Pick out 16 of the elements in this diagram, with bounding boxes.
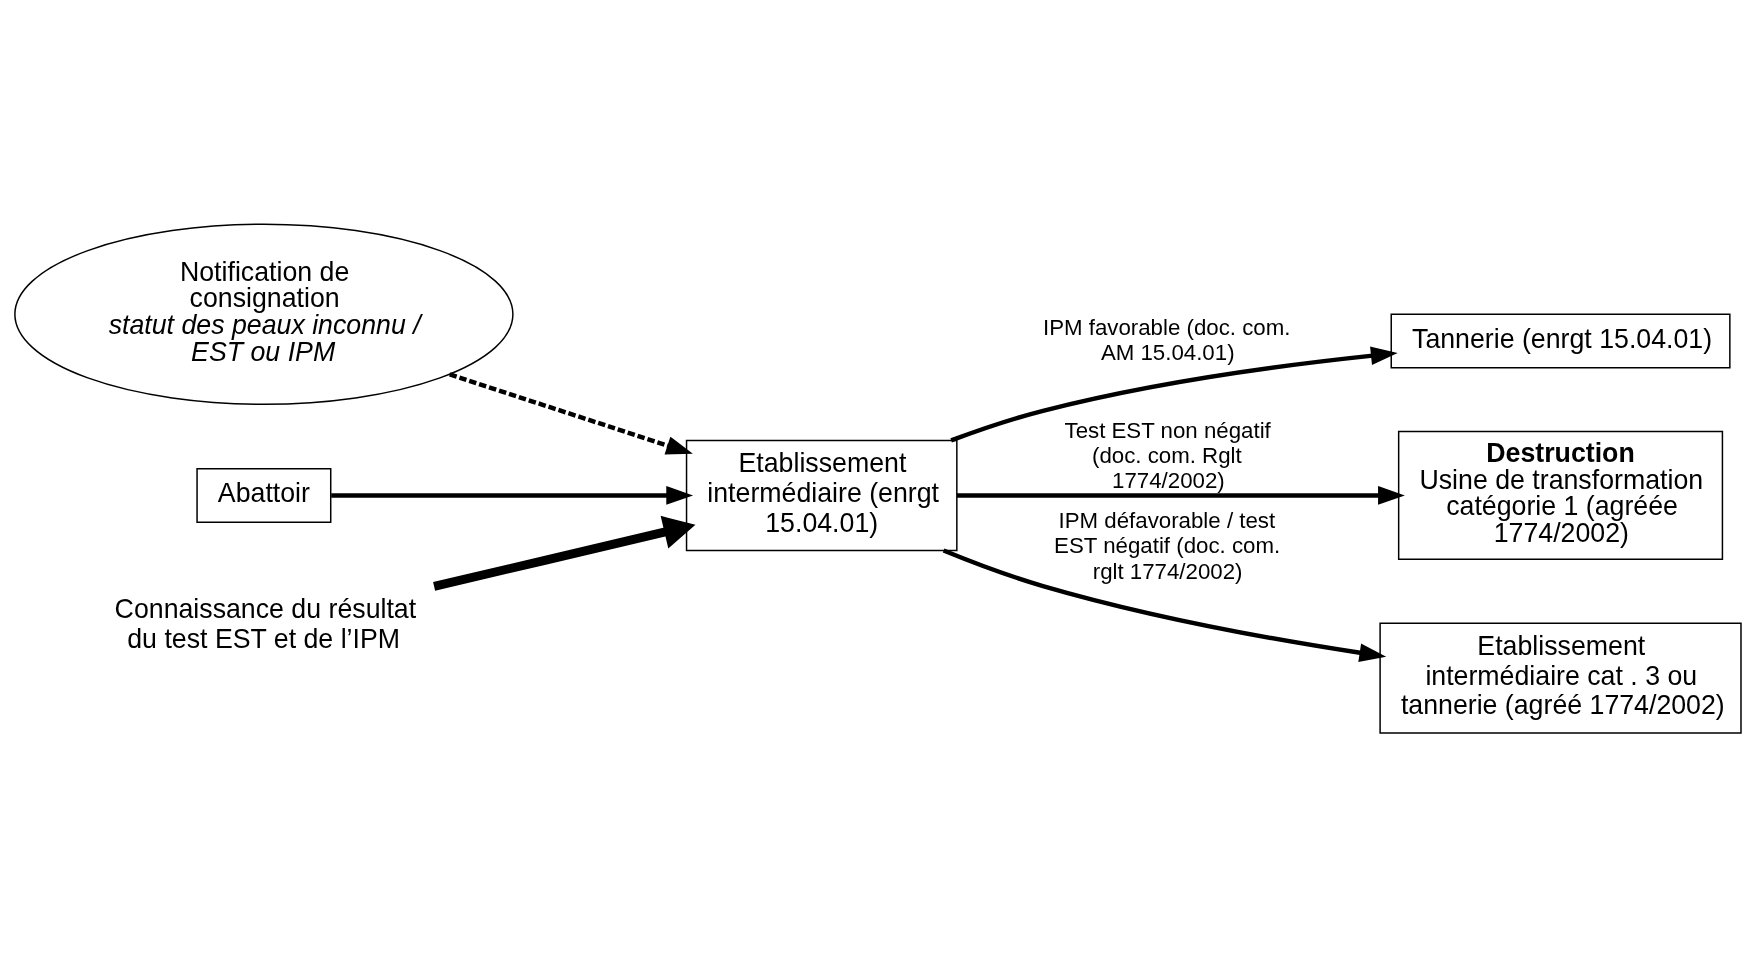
arrow bbox=[433, 515, 696, 591]
arrow bbox=[449, 371, 693, 454]
edge-label: IPM favorable (doc. com. AM 15.04.01) bbox=[1042, 314, 1291, 365]
node-box: Etablissement intermédiaire (enrgt 15.04.01) bbox=[685, 439, 958, 551]
node-box: Tannerie (enrgt 15.04.01) bbox=[1390, 313, 1731, 368]
edge-label: Test EST non négatif (doc. com. Rglt 1774/2002) bbox=[1064, 417, 1271, 493]
node-text: Connaissance du résultat du test EST et de l’IPM bbox=[114, 593, 417, 654]
edge-label: IPM défavorable / test EST négatif (doc. com. rglt 1774/2002) bbox=[1054, 507, 1281, 584]
arrow bbox=[942, 547, 1387, 662]
arrow bbox=[331, 485, 694, 505]
node-ellipse: Notification de consignation statut des peaux inconnu / EST ou IPM bbox=[14, 222, 514, 405]
node-box: Etablissement intermédiaire cat . 3 ou tannerie (agréé 1774/2002) bbox=[1379, 621, 1742, 734]
node-box: Abattoir bbox=[196, 467, 332, 523]
node-box: Destruction Usine de transformation catégorie 1 (agréée 1774/2002) bbox=[1397, 430, 1724, 560]
arrow bbox=[956, 485, 1405, 505]
arrow bbox=[950, 345, 1398, 442]
